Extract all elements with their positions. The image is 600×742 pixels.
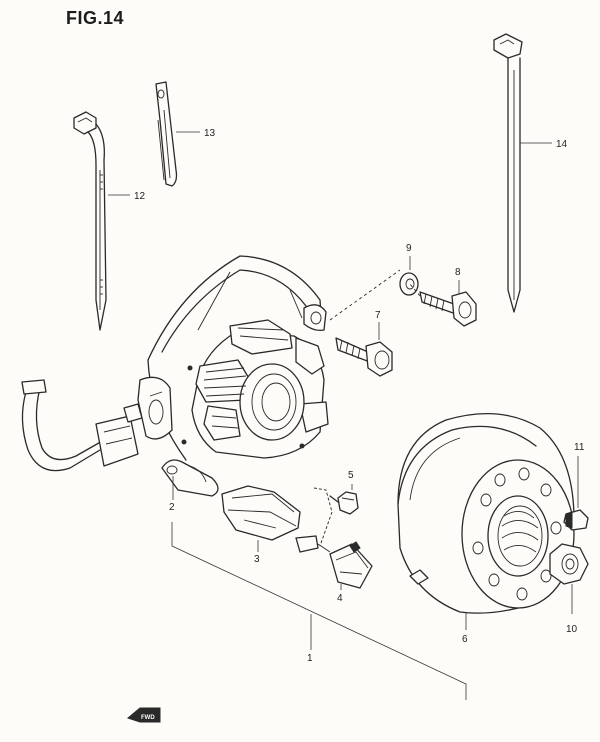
part-12-cable-tie[interactable] <box>73 111 107 331</box>
part-4-clip[interactable] <box>317 541 373 589</box>
callout-14: 14 <box>556 139 568 150</box>
part-7-bolt[interactable] <box>335 337 393 377</box>
callout-8: 8 <box>455 267 461 278</box>
callout-5: 5 <box>348 470 354 481</box>
callout-6: 6 <box>462 634 468 645</box>
part-3-pickup-coil[interactable] <box>221 485 319 553</box>
callout-10: 10 <box>566 624 578 635</box>
callout-9: 9 <box>406 243 412 254</box>
part-2-pickup-bracket[interactable] <box>161 459 219 497</box>
assembly-bracket-1 <box>171 522 467 700</box>
callout-2: 2 <box>169 502 175 513</box>
part-6-rotor[interactable] <box>397 413 575 614</box>
callout-1: 1 <box>307 653 313 664</box>
fwd-label: FWD <box>141 715 155 721</box>
part-9-washer[interactable] <box>399 272 419 296</box>
callout-13: 13 <box>204 128 216 139</box>
part-11-key[interactable] <box>563 509 589 531</box>
callout-12: 12 <box>134 191 146 202</box>
callout-3: 3 <box>254 554 260 565</box>
figure-title: FIG.14 <box>66 8 125 28</box>
wire-harness[interactable] <box>21 376 173 472</box>
callout-11: 11 <box>574 442 585 453</box>
fwd-arrow-icon: FWD <box>126 707 161 723</box>
stator-assembly[interactable] <box>147 255 329 461</box>
part-5-screw[interactable] <box>329 491 359 515</box>
part-10-nut[interactable] <box>549 543 589 585</box>
part-8-bolt[interactable] <box>419 291 477 327</box>
callout-7: 7 <box>375 310 381 321</box>
part-13-clamp[interactable] <box>155 81 178 187</box>
callout-4: 4 <box>337 593 343 604</box>
part-14-long-cable-tie[interactable] <box>493 33 523 313</box>
